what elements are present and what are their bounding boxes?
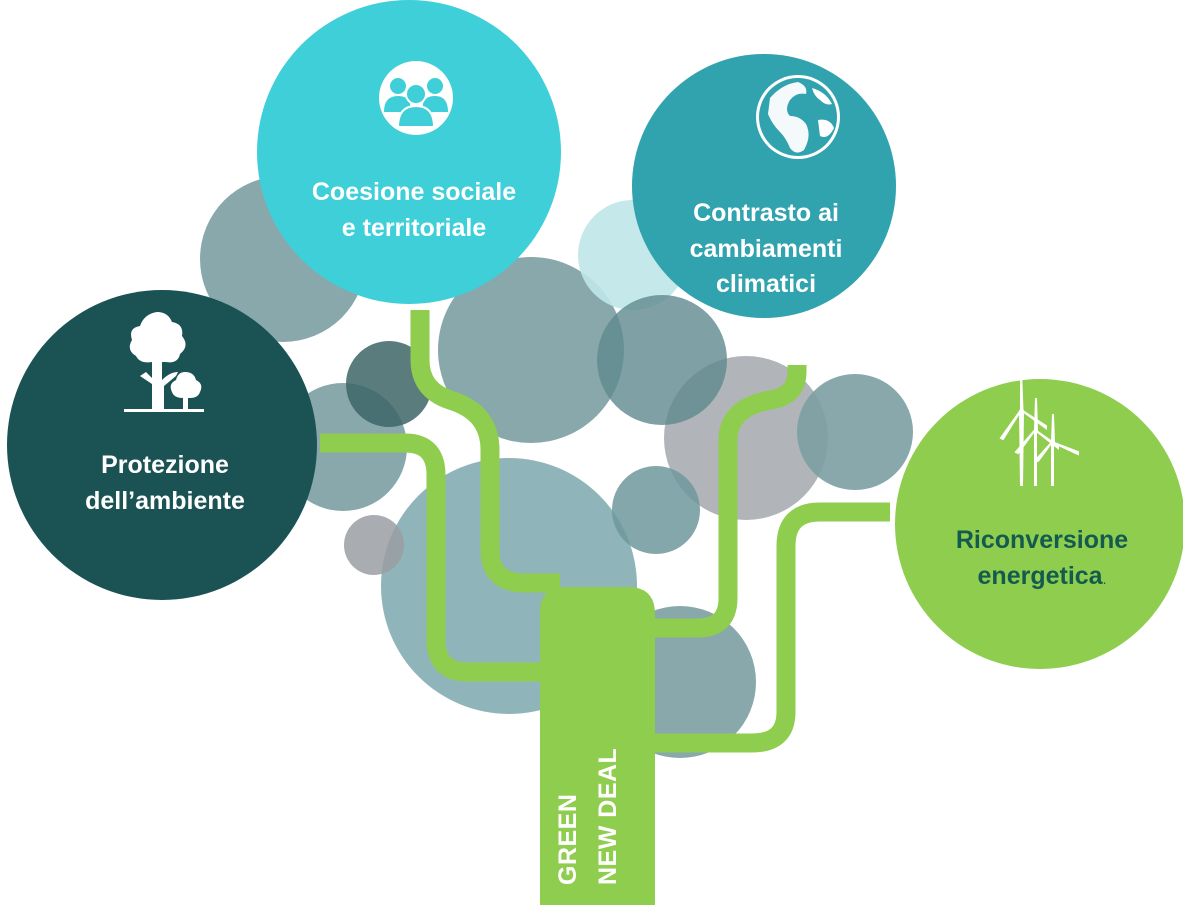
bubble	[344, 515, 404, 575]
bubble	[597, 295, 727, 425]
branch-contrasto	[640, 362, 807, 638]
trunk-label: GREEN NEW DEAL	[548, 748, 628, 885]
label-riconversione-line1: Riconversione	[955, 526, 1129, 554]
trunk	[540, 587, 655, 905]
wind-turbine-icon	[999, 369, 1079, 486]
label-contrasto-line3: climatici	[715, 270, 817, 298]
branch-coesione	[410, 310, 560, 593]
branch-protezione	[320, 433, 560, 682]
label-riconversione-line2: energetica	[977, 561, 1103, 590]
label-coesione: Coesione sociale e territoriale	[289, 175, 539, 246]
label-contrasto-line1: Contrasto ai	[693, 199, 839, 227]
circle-protezione	[7, 290, 317, 600]
label-riconversione-suffix: .	[1102, 570, 1107, 587]
label-protezione-line1: Protezione	[101, 451, 229, 479]
bubble	[612, 466, 700, 554]
label-coesione-line2: e territoriale	[341, 213, 487, 242]
tree-icon	[124, 312, 204, 412]
label-protezione-line2: dell’ambiente	[85, 486, 245, 515]
tree-trunk-and-branches	[320, 310, 890, 753]
branch-riconversione	[640, 502, 890, 753]
globe-icon	[756, 75, 840, 159]
bubble	[797, 374, 913, 490]
people-icon	[379, 61, 453, 135]
label-coesione-line1: Coesione sociale	[311, 178, 517, 206]
trunk-label-line2: NEW DEAL	[594, 747, 622, 885]
circle-riconversione	[895, 379, 1183, 669]
bubble	[346, 341, 432, 427]
bubble	[438, 257, 624, 443]
circle-coesione	[257, 0, 561, 304]
label-protezione: Protezione dell’ambiente	[42, 448, 288, 519]
trunk-label-line1: GREEN	[554, 793, 582, 885]
label-contrasto-line2: cambiamenti	[689, 234, 843, 263]
label-riconversione: Riconversione energetica.	[912, 523, 1172, 594]
label-contrasto: Contrasto ai cambiamenti climatici	[656, 196, 876, 303]
